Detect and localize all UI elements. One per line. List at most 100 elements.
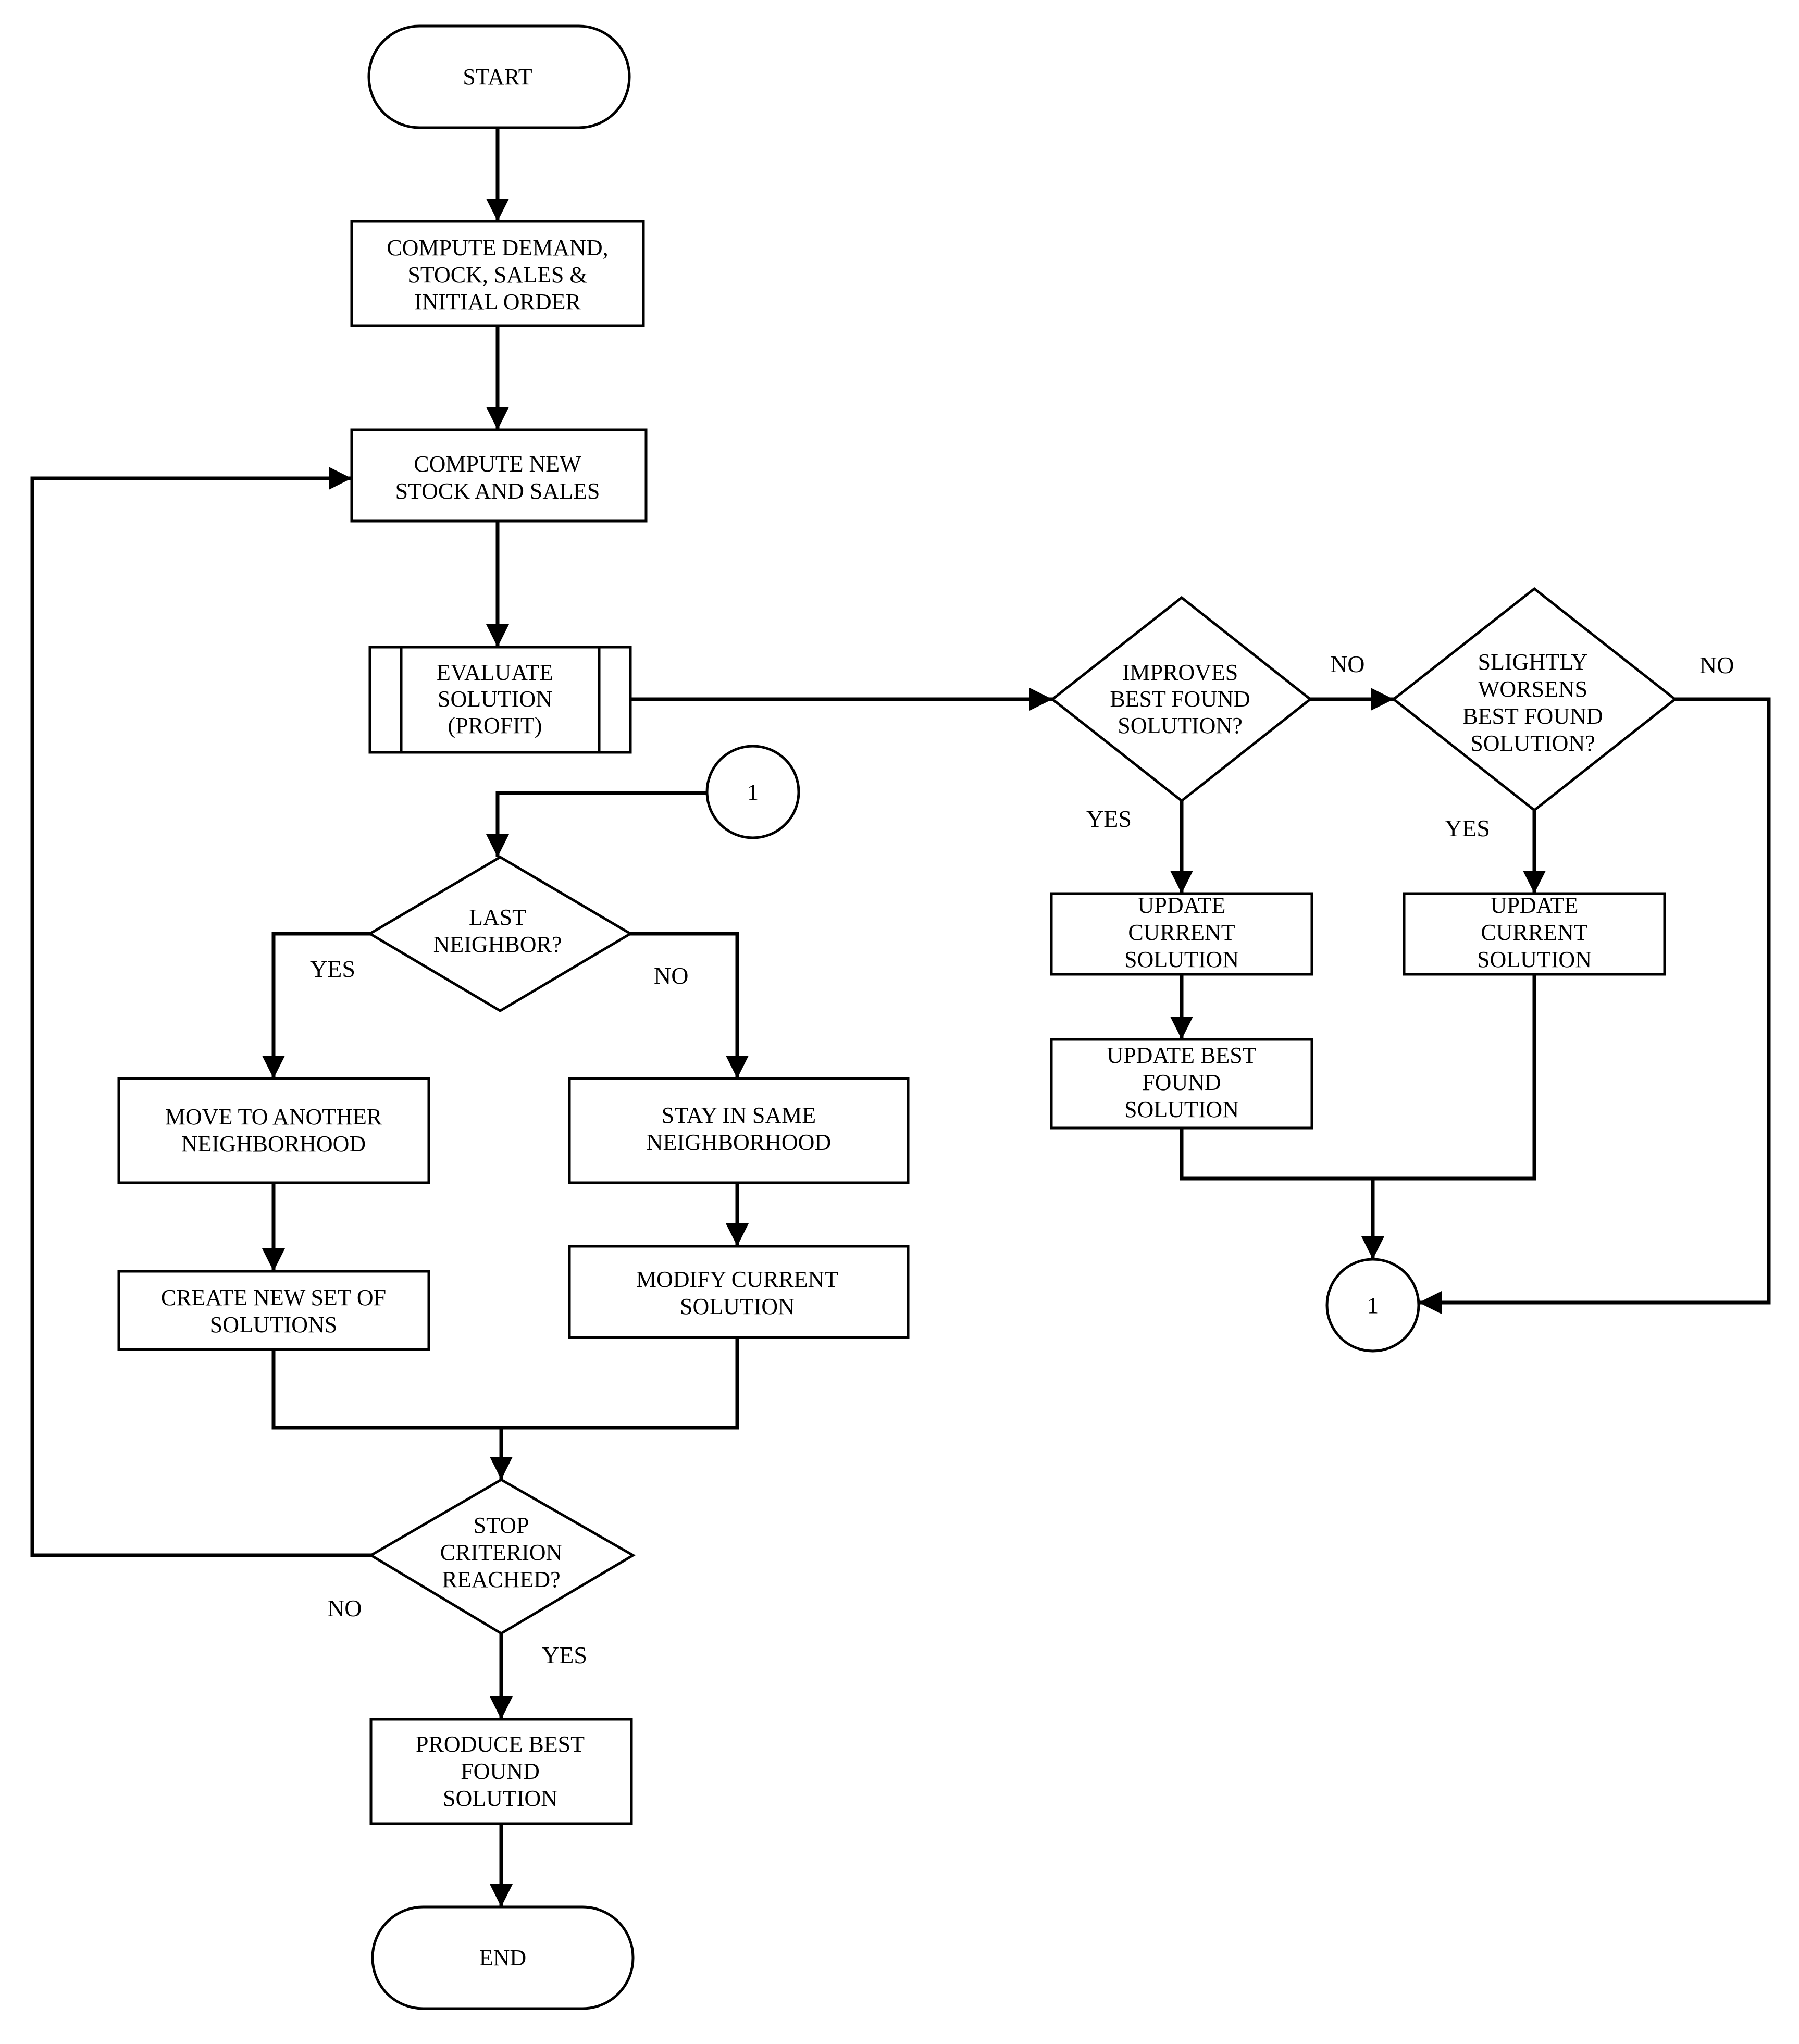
edge-last-no-to-stay-arrowhead: [726, 1056, 749, 1079]
produce-best-line-1: PRODUCE BEST: [416, 1731, 585, 1757]
edge-update-current-2-to-merge: [1373, 974, 1536, 1181]
move-another-line-1: MOVE TO ANOTHER: [165, 1104, 382, 1130]
compute-demand-line-2: STOCK, SALES &: [407, 262, 587, 288]
update-current-1-line-3: SOLUTION: [1124, 947, 1239, 972]
compute-demand-line-3: INITIAL ORDER: [414, 289, 581, 315]
compute-demand-process: COMPUTE DEMAND, STOCK, SALES & INITIAL O…: [350, 220, 645, 327]
end-terminal: END: [371, 1905, 635, 2010]
produce-best-line-3: SOLUTION: [443, 1786, 557, 1811]
slightly-worsens-decision: SLIGHTLY WORSENS BEST FOUND SOLUTION?: [1391, 587, 1678, 812]
modify-current-line-2: SOLUTION: [680, 1294, 795, 1319]
edge-improves-no-to-worsens-arrowhead: [1371, 688, 1394, 711]
connector-top-label: 1: [747, 779, 759, 805]
improves-line-3: SOLUTION?: [1118, 713, 1243, 738]
stop-line-1: STOP: [474, 1513, 529, 1538]
update-best-line-3: SOLUTION: [1124, 1097, 1239, 1122]
update-best-line-1: UPDATE BEST: [1107, 1043, 1256, 1068]
evaluate-line-2: SOLUTION: [438, 686, 552, 712]
stop-line-2: CRITERION: [440, 1540, 563, 1565]
evaluate-line-1: EVALUATE: [437, 660, 553, 685]
last-neighbor-decision: LAST NEIGHBOR?: [367, 856, 633, 1012]
flow-connectors: [30, 128, 1771, 1907]
stop-line-3: REACHED?: [442, 1567, 560, 1592]
last-neighbor-line-1: LAST: [469, 905, 526, 930]
produce-best-solution-process: PRODUCE BEST FOUND SOLUTION: [369, 1718, 633, 1825]
end-label: END: [479, 1945, 526, 1971]
edge-last-yes-to-move-arrowhead: [262, 1056, 285, 1079]
move-to-another-neighborhood-process: MOVE TO ANOTHER NEIGHBORHOOD: [117, 1077, 430, 1184]
edge-label-last-yes: YES: [310, 956, 355, 982]
edge-label-improves-no: NO: [1330, 651, 1364, 677]
evaluate-line-3: (PROFIT): [448, 713, 542, 738]
edge-worsens-no-to-connector: [1419, 697, 1771, 1305]
edge-label-improves-yes: YES: [1086, 806, 1132, 832]
compute-new-stock-process: COMPUTE NEW STOCK AND SALES: [350, 428, 648, 523]
edge-start-to-compute-demand-arrowhead: [486, 199, 509, 221]
worsens-line-2: WORSENS: [1478, 676, 1587, 702]
update-current-1-line-1: UPDATE: [1138, 893, 1226, 918]
update-best-line-2: FOUND: [1142, 1070, 1221, 1095]
compute-new-line-2: STOCK AND SALES: [395, 478, 600, 504]
edge-connector-to-last-neighbor: [495, 791, 707, 857]
start-terminal: START: [367, 24, 631, 129]
move-another-line-2: NEIGHBORHOOD: [181, 1131, 366, 1157]
improves-best-decision: IMPROVES BEST FOUND SOLUTION?: [1050, 596, 1313, 803]
update-current-2-line-3: SOLUTION: [1477, 947, 1592, 972]
stop-criterion-decision: STOP CRITERION REACHED?: [368, 1478, 636, 1635]
edge-label-worsens-no: NO: [1699, 652, 1734, 678]
produce-best-line-2: FOUND: [461, 1758, 540, 1784]
connector-bottom-label: 1: [1367, 1293, 1379, 1318]
update-current-2-line-1: UPDATE: [1491, 893, 1579, 918]
worsens-line-1: SLIGHTLY: [1478, 649, 1588, 675]
edge-modify-to-merge: [501, 1337, 739, 1430]
stay-same-line-1: STAY IN SAME: [662, 1102, 816, 1128]
edge-stop-yes-to-produce-arrowhead: [490, 1696, 513, 1719]
edge-merge-to-stop-arrowhead: [490, 1457, 513, 1480]
stay-same-line-2: NEIGHBORHOOD: [647, 1130, 831, 1155]
update-best-solution-process: UPDATE BEST FOUND SOLUTION: [1050, 1038, 1313, 1130]
worsens-line-3: BEST FOUND: [1462, 703, 1603, 729]
last-neighbor-line-2: NEIGHBOR?: [433, 932, 562, 957]
start-label: START: [463, 64, 532, 90]
edge-label-worsens-yes: YES: [1445, 815, 1490, 841]
compute-demand-line-1: COMPUTE DEMAND,: [387, 235, 608, 261]
evaluate-solution-subprocess: EVALUATE SOLUTION (PROFIT): [368, 646, 632, 754]
edge-produce-to-end-arrowhead: [490, 1884, 513, 1907]
edge-update-current-to-update-best-arrowhead: [1170, 1017, 1193, 1039]
edge-update-best-to-merge: [1180, 1128, 1373, 1181]
edge-evaluate-to-improves-arrowhead: [1029, 688, 1052, 711]
stay-in-same-neighborhood-process: STAY IN SAME NEIGHBORHOOD: [568, 1077, 910, 1184]
modify-current-line-1: MODIFY CURRENT: [636, 1267, 838, 1292]
connector-1-bottom: 1: [1325, 1258, 1420, 1353]
edge-label-stop-yes: YES: [542, 1642, 587, 1668]
create-new-set-line-1: CREATE NEW SET OF: [161, 1285, 386, 1310]
update-current-1-line-2: CURRENT: [1128, 920, 1235, 945]
edge-label-stop-no: NO: [327, 1595, 362, 1621]
edge-label-last-no: NO: [654, 962, 688, 989]
update-current-2-line-2: CURRENT: [1481, 920, 1587, 945]
connector-1-top: 1: [705, 745, 800, 839]
update-current-solution-process-2: UPDATE CURRENT SOLUTION: [1403, 892, 1666, 976]
edge-last-yes-to-move: [271, 932, 370, 1079]
edge-worsens-yes-to-update-current-arrowhead: [1523, 871, 1546, 894]
modify-current-solution-process: MODIFY CURRENT SOLUTION: [568, 1245, 910, 1339]
improves-line-1: IMPROVES: [1122, 660, 1238, 685]
create-new-set-process: CREATE NEW SET OF SOLUTIONS: [117, 1270, 430, 1351]
edge-compute-demand-to-compute-new-arrowhead: [486, 407, 509, 430]
edge-stay-to-modify-arrowhead: [726, 1223, 749, 1246]
edge-improves-yes-to-update-current-arrowhead: [1170, 871, 1193, 894]
edge-stop-no-loop: [30, 476, 371, 1557]
edge-connector-to-last-neighbor-arrowhead: [486, 834, 509, 857]
worsens-line-4: SOLUTION?: [1470, 730, 1595, 756]
edge-merge-to-connector-arrowhead: [1361, 1236, 1384, 1259]
edge-last-no-to-stay: [630, 932, 739, 1079]
edge-move-to-create-arrowhead: [262, 1248, 285, 1271]
edge-compute-new-to-evaluate-arrowhead: [486, 624, 509, 647]
edge-stop-no-loop-arrowhead: [329, 467, 352, 490]
edge-create-to-merge: [271, 1349, 501, 1430]
create-new-set-line-2: SOLUTIONS: [210, 1312, 337, 1337]
update-current-solution-process-1: UPDATE CURRENT SOLUTION: [1050, 892, 1313, 976]
compute-new-line-1: COMPUTE NEW: [414, 451, 581, 477]
edge-worsens-no-to-connector-arrowhead: [1419, 1291, 1442, 1314]
